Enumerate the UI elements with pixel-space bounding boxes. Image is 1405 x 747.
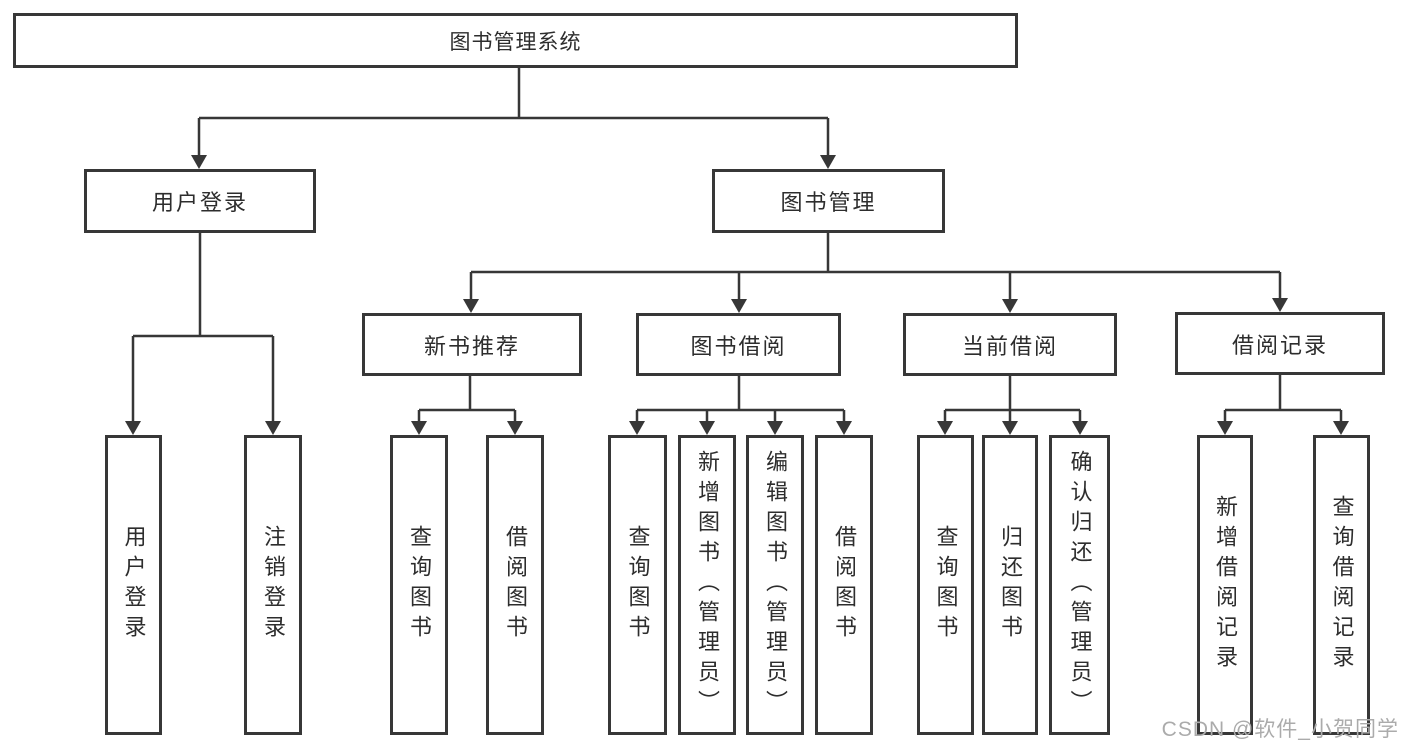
- leaf-confirm-return-admin-label: 确认归还（管理员）: [1067, 450, 1093, 720]
- leaf-borrow-books: 借阅图书: [815, 435, 873, 735]
- leaf-add-book-admin: 新增图书（管理员）: [678, 435, 736, 735]
- leaf-confirm-return-admin: 确认归还（管理员）: [1049, 435, 1110, 735]
- leaf-query-books-recommend: 查询图书: [390, 435, 448, 735]
- leaf-query-borrow-record: 查询借阅记录: [1313, 435, 1370, 735]
- node-current-borrow: 当前借阅: [903, 313, 1117, 376]
- leaf-borrow-books-label: 借阅图书: [832, 525, 857, 645]
- node-borrow-records: 借阅记录: [1175, 312, 1385, 375]
- leaf-query-borrow-record-label: 查询借阅记录: [1329, 495, 1355, 675]
- leaf-borrow-books-recommend-label: 借阅图书: [503, 525, 528, 645]
- leaf-edit-book-admin-label: 编辑图书（管理员）: [763, 450, 788, 720]
- csdn-watermark: CSDN @软件_小贺同学: [1161, 718, 1399, 741]
- leaf-query-books-borrow: 查询图书: [608, 435, 667, 735]
- node-user-login: 用户登录: [84, 169, 316, 233]
- leaf-return-book-label: 归还图书: [998, 525, 1023, 645]
- leaf-query-books-current: 查询图书: [917, 435, 974, 735]
- node-book-borrow: 图书借阅: [636, 313, 841, 376]
- leaf-add-book-admin-label: 新增图书（管理员）: [695, 450, 720, 720]
- leaf-query-books-borrow-label: 查询图书: [625, 525, 651, 645]
- node-root: 图书管理系统: [13, 13, 1018, 68]
- arrowheads: [125, 155, 1349, 435]
- leaf-add-borrow-record-label: 新增借阅记录: [1213, 495, 1238, 675]
- node-book-management: 图书管理: [712, 169, 945, 233]
- leaf-user-login: 用户登录: [105, 435, 162, 735]
- leaf-logout-label: 注销登录: [261, 525, 286, 645]
- leaf-borrow-books-recommend: 借阅图书: [486, 435, 544, 735]
- leaf-query-books-recommend-label: 查询图书: [407, 525, 432, 645]
- leaf-add-borrow-record: 新增借阅记录: [1197, 435, 1253, 735]
- leaf-query-books-current-label: 查询图书: [933, 525, 959, 645]
- leaf-edit-book-admin: 编辑图书（管理员）: [746, 435, 804, 735]
- leaf-user-login-label: 用户登录: [121, 525, 147, 645]
- node-new-book-recommend: 新书推荐: [362, 313, 582, 376]
- leaf-return-book: 归还图书: [982, 435, 1038, 735]
- leaf-logout: 注销登录: [244, 435, 302, 735]
